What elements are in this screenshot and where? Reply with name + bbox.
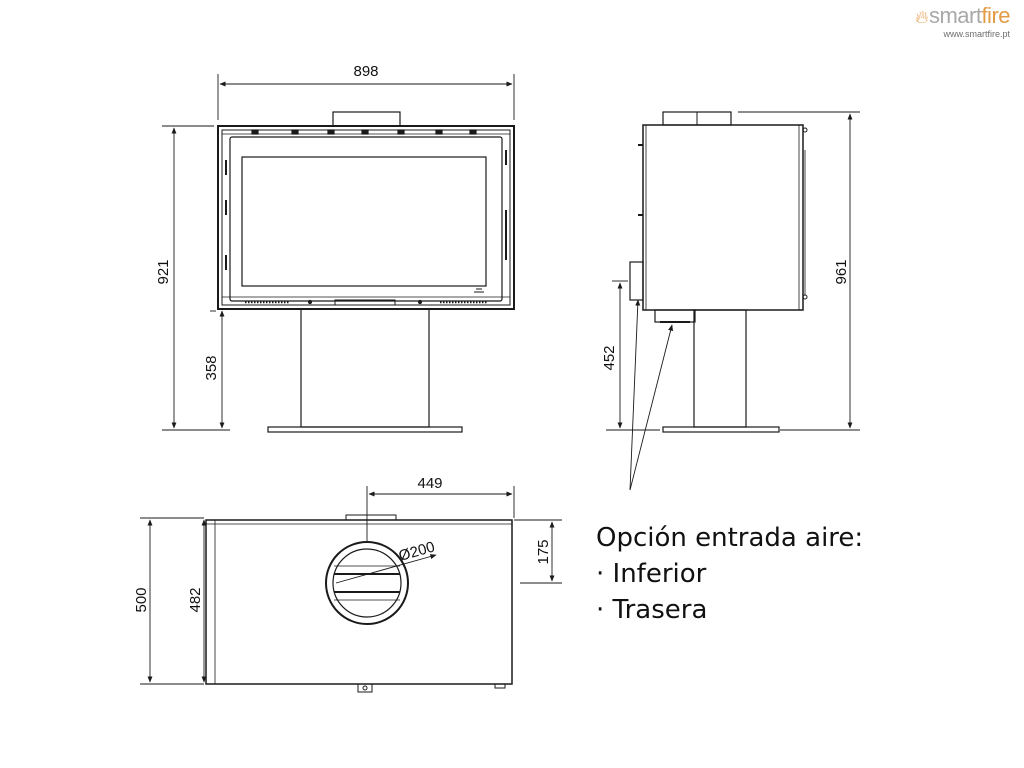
dim-top-inner-depth: 482 xyxy=(187,587,204,612)
top-view xyxy=(205,514,513,693)
flame-icon: 🔥︎ xyxy=(915,7,928,27)
dim-top-duct-offset: 175 xyxy=(535,539,552,564)
brand-name: 🔥︎smartfire xyxy=(915,3,1010,28)
dim-side-height: 961 xyxy=(833,259,850,284)
note-title: Opción entrada aire: xyxy=(596,523,864,553)
dim-duct-diameter: Ø200 xyxy=(397,538,437,564)
brand-logo: 🔥︎smartfire www.smartfire.pt xyxy=(915,3,1010,40)
dim-front-pedestal: 358 xyxy=(203,355,220,380)
air-inlet-note: Opción entrada aire: · Inferior · Traser… xyxy=(596,520,863,628)
front-dimension-lines xyxy=(162,74,515,431)
dim-front-width: 898 xyxy=(353,63,378,80)
top-dimension-lines xyxy=(140,486,562,685)
dim-front-height: 921 xyxy=(155,259,172,284)
note-item-inferior: · Inferior xyxy=(596,559,707,589)
side-dimension-lines xyxy=(606,111,860,491)
brand-url: www.smartfire.pt xyxy=(943,29,1010,39)
dim-top-offset: 449 xyxy=(417,475,442,492)
note-item-trasera: · Trasera xyxy=(596,595,708,625)
dim-top-depth: 500 xyxy=(133,587,150,612)
side-view xyxy=(629,111,808,433)
front-view xyxy=(217,111,515,433)
dim-side-inlet: 452 xyxy=(601,345,618,370)
